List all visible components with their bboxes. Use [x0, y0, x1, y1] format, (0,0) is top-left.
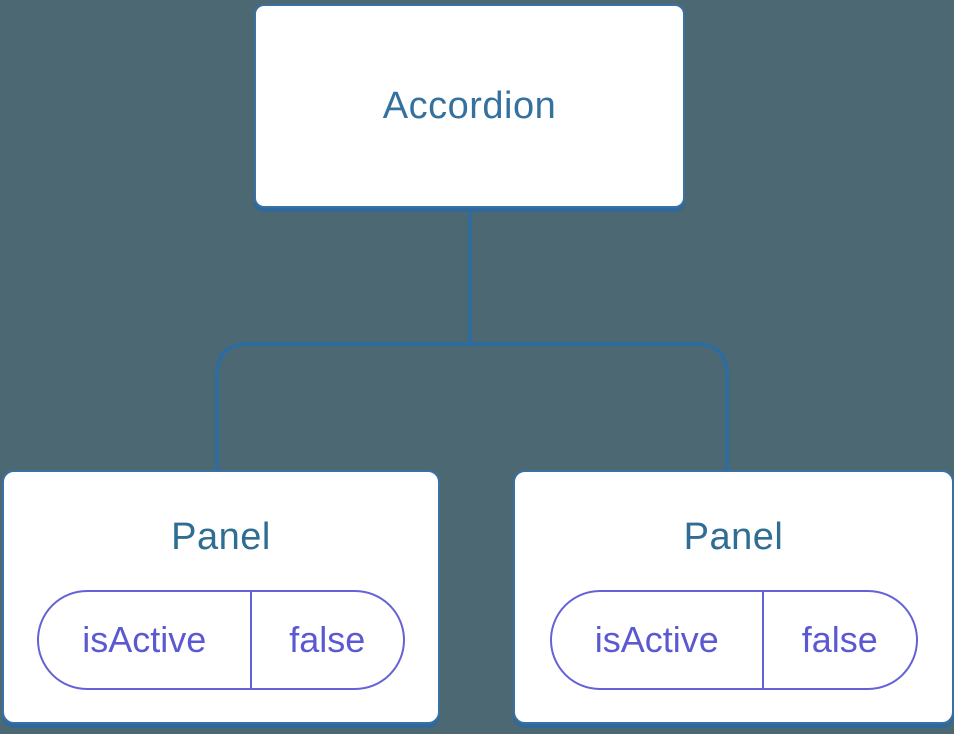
state-label: isActive [552, 592, 765, 688]
panel-node-title: Panel [683, 516, 784, 558]
state-value: false [801, 619, 878, 660]
state-pill: isActive false [37, 590, 405, 690]
state-value: false [289, 619, 366, 660]
state-pill: isActive false [549, 590, 918, 690]
connector-branches [215, 342, 729, 472]
state-label: isActive [39, 592, 252, 688]
panel-node-title: Panel [171, 516, 271, 558]
component-node-panel-right: Panel isActive false [513, 470, 954, 724]
component-node-panel-left: Panel isActive false [2, 470, 440, 724]
component-node-accordion: Accordion [254, 4, 685, 208]
accordion-node-title: Accordion [382, 84, 557, 127]
